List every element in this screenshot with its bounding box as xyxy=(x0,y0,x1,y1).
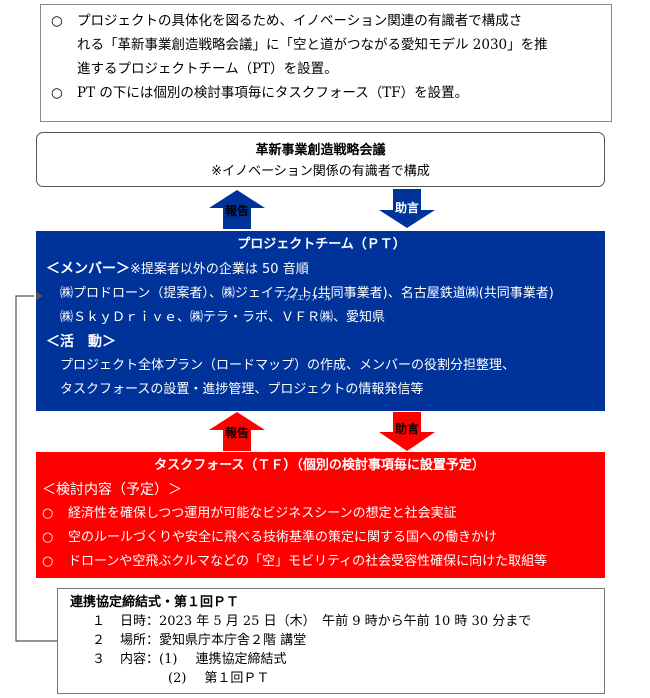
tf-title: タスクフォース（ＴＦ）（個別の検討事項毎に設置予定） xyxy=(154,458,485,473)
summary-line-4: ○PT の下には個別の検討事項毎にタスクフォース（TF）を設置。 xyxy=(51,81,599,105)
bullet-circle: ○ xyxy=(42,506,54,521)
summary-line-2: れる「革新事業創造戦略会議」に「空と道がつながる愛知モデル 2030」を推 xyxy=(77,37,548,53)
ceremony-item-content-sub2: (2)第１回ＰＴ xyxy=(168,671,270,686)
summary-box: ○プロジェクトの具体化を図るため、イノベーション関連の有識者で構成さ れる「革新… xyxy=(40,4,612,122)
tf-heading: ＜検討内容（予定）＞ xyxy=(42,482,182,498)
report-arrow-up-2 xyxy=(209,412,265,451)
advice-label-1: 助言 xyxy=(394,201,419,215)
pt-members-heading-row: ＜メンバー＞※提案者以外の企業は 50 音順 xyxy=(46,257,597,282)
bullet-circle: ○ xyxy=(51,85,63,101)
advice-label-2: 助言 xyxy=(394,422,419,436)
project-team-box: プロジェクトチーム（ＰＴ） ＜メンバー＞※提案者以外の企業は 50 音順 ㈱プロ… xyxy=(36,231,605,411)
pt-members-heading: ＜メンバー＞ xyxy=(46,261,130,277)
tf-item-2: ○空のルールづくりや安全に飛べる技術基準の策定に関する国への働きかけ xyxy=(42,526,597,550)
pt-members-note: ※提案者以外の企業は 50 音順 xyxy=(130,262,309,277)
task-force-box: タスクフォース（ＴＦ）（個別の検討事項毎に設置予定） ＜検討内容（予定）＞ ○経… xyxy=(36,452,605,578)
pt-activity-line-2: タスクフォースの設置・進捗管理、プロジェクトの情報発信等 xyxy=(60,382,424,397)
council-note: ※イノベーション関係の有識者で構成 xyxy=(211,164,430,179)
pt-activity-line-1: プロジェクト全体プラン（ロードマップ）の作成、メンバーの役割分担整理、 xyxy=(60,358,516,373)
bullet-circle: ○ xyxy=(42,554,54,569)
pt-title: プロジェクトチーム（ＰＴ） xyxy=(237,237,406,252)
feedback-connector-arrow xyxy=(15,292,57,642)
summary-line-1: ○プロジェクトの具体化を図るため、イノベーション関連の有識者で構成さ xyxy=(51,9,599,33)
bullet-circle: ○ xyxy=(42,530,54,545)
advice-arrow-down-1 xyxy=(379,189,435,228)
pt-activity-heading: ＜活 動＞ xyxy=(46,334,116,350)
report-label-1: 報告 xyxy=(224,204,249,218)
report-label-2: 報告 xyxy=(224,426,249,440)
bullet-circle: ○ xyxy=(51,13,63,29)
summary-line-3: 進するプロジェクトチーム（PT）を設置。 xyxy=(77,61,338,77)
advice-arrow-down-2 xyxy=(379,412,435,451)
tf-item-1: ○経済性を確保しつつ運用が可能なビジネスシーンの想定と社会実証 xyxy=(42,502,597,526)
council-box: 革新事業創造戦略会議 ※イノベーション関係の有識者で構成 xyxy=(36,132,605,187)
ceremony-title: 連携協定締結式・第１回ＰＴ xyxy=(70,595,240,610)
report-arrow-up-1 xyxy=(209,190,265,229)
tf-item-3: ○ドローンや空飛ぶクルマなどの「空」モビリティの社会受容性確保に向けた取組等 xyxy=(42,550,597,574)
council-title: 革新事業創造戦略会議 xyxy=(255,143,386,158)
pt-members-line-1: ㈱プロドローン（提案者）、㈱ジェイテクト(共同事業者)、名古屋鉄道㈱(共同事業者… xyxy=(60,286,554,301)
